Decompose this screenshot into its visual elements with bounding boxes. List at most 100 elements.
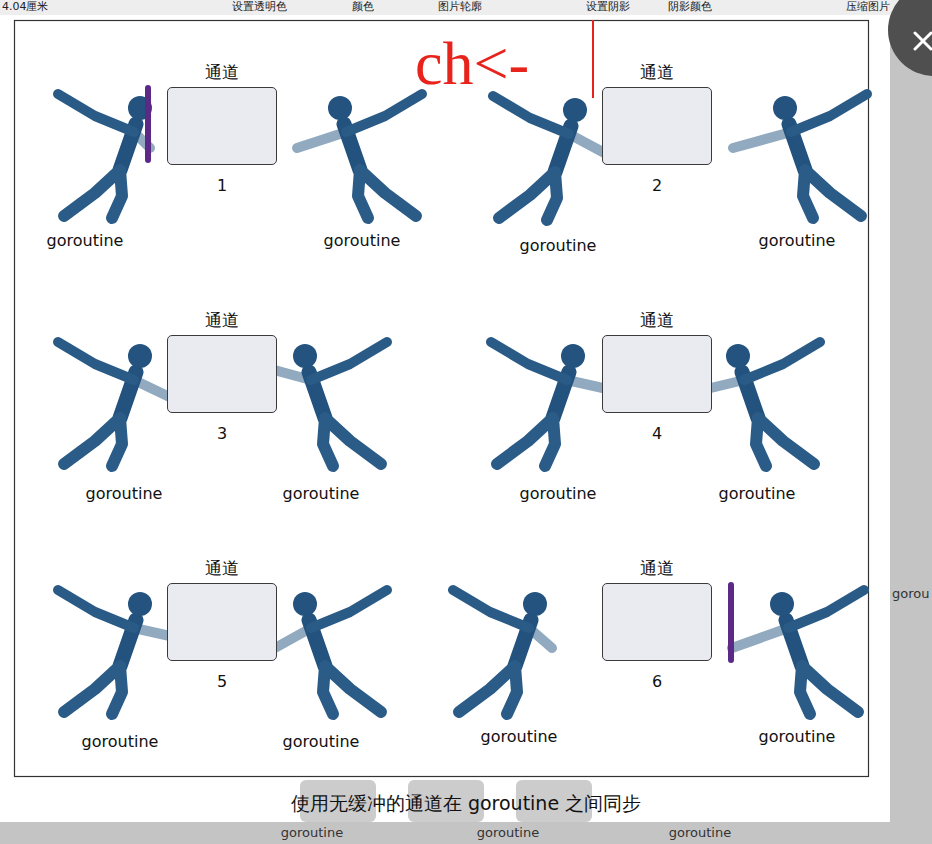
- goroutine-figure: [266, 590, 387, 714]
- figure-arm: [491, 342, 567, 380]
- toolbar-text: 压缩图片: [846, 0, 890, 13]
- channel-heading: 通道: [640, 558, 674, 578]
- toolbar-text: 4.04厘米: [2, 0, 49, 13]
- figure-legs: [459, 666, 517, 714]
- toolbar-text: 图片轮廓: [438, 0, 482, 13]
- close-icon: [915, 33, 931, 49]
- goroutine-figure: [453, 590, 552, 714]
- background-page: [890, 14, 932, 844]
- background-text: goroutine: [477, 825, 539, 841]
- goroutine-label: goroutine: [82, 732, 159, 751]
- goroutine-label: goroutine: [481, 727, 558, 746]
- figure-arm: [733, 132, 791, 148]
- background-text: goroutine: [669, 825, 731, 841]
- figure-legs: [358, 170, 416, 218]
- channel-box: 通道: [602, 335, 712, 413]
- channel-box: 通道: [167, 87, 277, 165]
- close-button: [888, 0, 932, 76]
- goroutine-label: goroutine: [520, 236, 597, 255]
- callout-number: 1: [217, 176, 227, 195]
- goroutine-label: goroutine: [86, 484, 163, 503]
- figure-legs: [803, 170, 861, 218]
- figure-arm: [346, 94, 422, 132]
- figure-head: [563, 98, 587, 122]
- background-text: goroutine: [281, 825, 343, 841]
- channel-box: 通道: [602, 87, 712, 165]
- viewer-panel: [0, 15, 890, 822]
- figure-head: [726, 344, 750, 368]
- toolbar: [0, 0, 932, 15]
- annotation-line: [592, 20, 594, 98]
- goroutine-figure: [493, 96, 612, 220]
- goroutine-label: goroutine: [324, 231, 401, 250]
- background-page: [0, 822, 932, 844]
- callout-number: 4: [652, 424, 662, 443]
- callout-number: 6: [652, 672, 662, 691]
- goroutine-label: goroutine: [759, 231, 836, 250]
- toolbar-text: 阴影颜色: [668, 0, 712, 13]
- figure-legs: [64, 170, 122, 218]
- caption: 使用无缓冲的通道在 goroutine 之间同步: [291, 792, 641, 815]
- channel-heading: 通道: [205, 310, 239, 330]
- figure-arm: [297, 132, 346, 148]
- goroutine-label: goroutine: [283, 732, 360, 751]
- channel-heading: 通道: [205, 62, 239, 82]
- figure-head: [293, 592, 317, 616]
- figure-head: [328, 96, 352, 120]
- figure-legs: [323, 666, 381, 714]
- figure-arm: [58, 94, 134, 132]
- figure-arm: [791, 94, 867, 132]
- figure-head: [773, 96, 797, 120]
- toolbar-text: 设置透明色: [232, 0, 287, 13]
- figure-frame: [15, 21, 869, 777]
- figure-arm: [311, 342, 387, 380]
- channel-box: 通道: [602, 583, 712, 661]
- goroutine-figure: [733, 94, 867, 218]
- goroutine-figure: [297, 94, 422, 218]
- goroutine-figure: [732, 590, 864, 714]
- figure-head: [770, 592, 794, 616]
- background-text: gorou: [892, 586, 929, 602]
- callout-number: 2: [652, 176, 662, 195]
- figure-legs: [497, 418, 555, 466]
- figure-arm: [58, 342, 134, 380]
- figure-legs: [800, 666, 858, 714]
- figure-legs: [499, 172, 557, 220]
- toolbar-text: 设置阴影: [586, 0, 630, 13]
- callout-number: 3: [217, 424, 227, 443]
- callout-number: 5: [217, 672, 227, 691]
- channel-box: 通道: [167, 335, 277, 413]
- figure-legs: [64, 666, 122, 714]
- figure-head: [128, 344, 152, 368]
- channel-heading: 通道: [205, 558, 239, 578]
- channel-heading: 通道: [640, 62, 674, 82]
- goroutine-figure: [58, 94, 152, 218]
- code-annotation: ch<-: [415, 26, 529, 100]
- figure-head: [561, 344, 585, 368]
- channel-box: 通道: [167, 583, 277, 661]
- figure-legs: [756, 418, 814, 466]
- figure-legs: [64, 418, 122, 466]
- goroutine-label: goroutine: [520, 484, 597, 503]
- figure-arm: [788, 590, 864, 628]
- channel-heading: 通道: [640, 310, 674, 330]
- goroutine-label: goroutine: [719, 484, 796, 503]
- figure-legs: [323, 418, 381, 466]
- figure-head: [128, 592, 152, 616]
- data-stick: [145, 88, 151, 160]
- figure-arm: [732, 628, 788, 648]
- goroutine-label: goroutine: [283, 484, 360, 503]
- goroutine-figure: [58, 342, 180, 466]
- figure-arm: [58, 590, 134, 628]
- figure-arm: [453, 590, 529, 628]
- data-stick: [728, 585, 734, 660]
- figure-arm: [493, 96, 569, 134]
- figure-arm: [311, 590, 387, 628]
- figure-head: [293, 344, 317, 368]
- figure-head: [523, 592, 547, 616]
- toolbar-text: 颜色: [352, 0, 374, 13]
- goroutine-label: goroutine: [759, 727, 836, 746]
- goroutine-label: goroutine: [47, 231, 124, 250]
- figure-arm: [744, 342, 820, 380]
